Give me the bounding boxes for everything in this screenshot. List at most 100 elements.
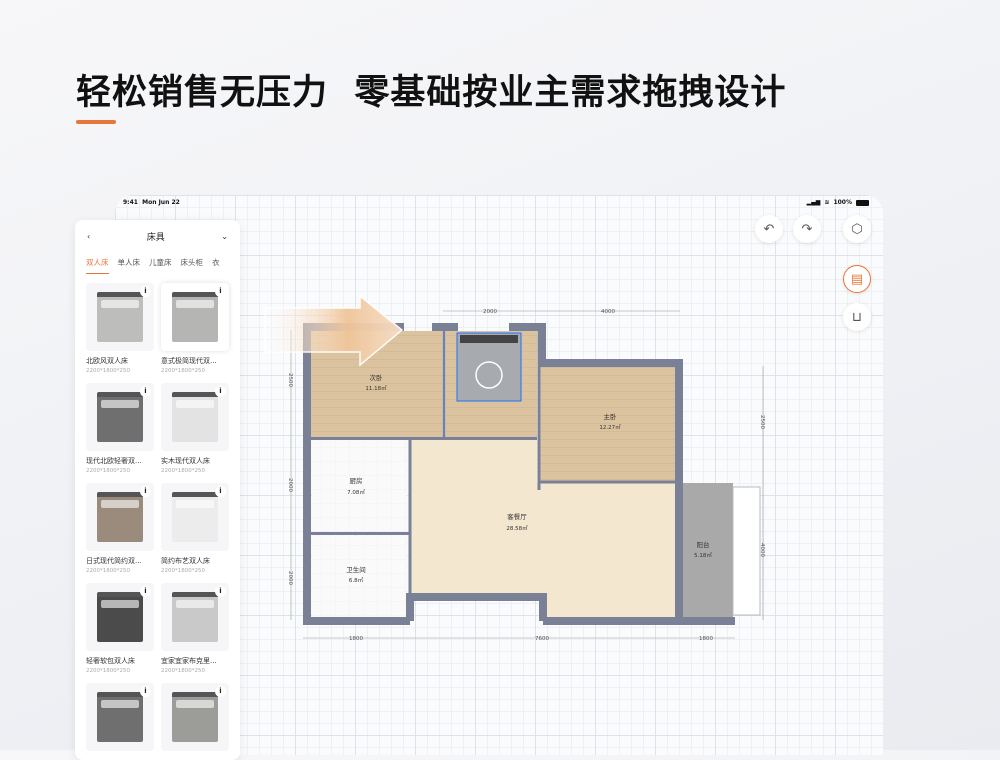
product-size: 2200*1800*250 xyxy=(86,568,130,574)
panel-header: ‹ 床具 ⌄ xyxy=(75,220,240,252)
product-card[interactable]: i 宜家宜家布克里... 2200*1800*250 xyxy=(161,583,229,674)
bed-image xyxy=(172,492,218,542)
product-name: 宜家宜家布克里... xyxy=(161,657,217,665)
room-name: 厨房 xyxy=(350,476,363,485)
drag-arrow-icon xyxy=(264,294,404,367)
tab-kids-bed[interactable]: 儿童床 xyxy=(149,258,172,267)
dimension-label: 1800 xyxy=(699,636,713,642)
bed-image xyxy=(172,592,218,642)
panel-title: 床具 xyxy=(146,232,165,243)
bed-headboard xyxy=(460,335,518,343)
battery-icon xyxy=(856,199,869,206)
product-thumbnail[interactable]: i xyxy=(161,383,229,451)
product-name: 简约布艺双人床 xyxy=(161,557,210,565)
info-icon[interactable]: i xyxy=(140,386,151,397)
product-name: 现代北欧轻奢双... xyxy=(86,457,142,465)
product-size: 2200*1800*250 xyxy=(161,668,205,674)
room-bathroom[interactable] xyxy=(312,536,407,617)
info-icon[interactable]: i xyxy=(140,486,151,497)
undo-icon: ↶ xyxy=(763,221,775,237)
info-icon[interactable]: i xyxy=(140,286,151,297)
balcony-railing xyxy=(732,486,761,616)
room-balcony[interactable] xyxy=(683,483,733,617)
room-area: 6.8㎡ xyxy=(349,576,364,584)
product-thumbnail[interactable]: i xyxy=(161,583,229,651)
wifi-icon: ≋ xyxy=(824,199,830,206)
room-labels: 次卧 11.18㎡ 主卧 12.27㎡ 厨房 7.08㎡ 客餐厅 28.58㎡ … xyxy=(346,373,712,584)
product-card[interactable]: i 日式现代简约双... 2200*1800*250 xyxy=(86,483,154,574)
room-name: 次卧 xyxy=(370,373,384,382)
bed-image xyxy=(97,492,143,542)
redo-icon: ↷ xyxy=(801,221,813,237)
product-thumbnail[interactable]: i xyxy=(86,583,154,651)
room-name: 客餐厅 xyxy=(507,512,527,521)
room-name: 卫生间 xyxy=(346,565,366,574)
tab-wardrobe[interactable]: 衣 xyxy=(212,258,220,267)
chevron-down-icon[interactable]: ⌄ xyxy=(221,231,228,241)
dimension-label: 1800 xyxy=(349,636,363,642)
tablet-canvas[interactable]: 9:41 Mon Jun 22 ▂▄▆≋100% ↶ ↷ ⬡ ▤ ⊔ xyxy=(115,195,883,755)
dimension-label: 2500 xyxy=(759,415,765,429)
product-size: 2200*1800*250 xyxy=(161,368,205,374)
tab-double-bed[interactable]: 双人床 xyxy=(86,257,109,274)
product-card[interactable]: i 实木现代双人床 2200*1800*250 xyxy=(161,383,229,474)
furniture-button[interactable]: ⊔ xyxy=(843,303,871,331)
room-area: 11.18㎡ xyxy=(365,384,387,392)
bed-image xyxy=(97,692,143,742)
room-living-dining[interactable] xyxy=(410,440,675,617)
tab-single-bed[interactable]: 单人床 xyxy=(117,258,141,267)
info-icon[interactable]: i xyxy=(140,586,151,597)
battery-text: 100% xyxy=(833,199,852,206)
date: Mon Jun 22 xyxy=(142,199,180,206)
status-indicators: ▂▄▆≋100% xyxy=(807,199,869,206)
info-icon[interactable]: i xyxy=(215,286,226,297)
product-name: 北欧风双人床 xyxy=(86,357,128,365)
product-card[interactable]: i 北欧风双人床 2200*1800*250 xyxy=(86,283,154,374)
room-name: 阳台 xyxy=(697,540,710,549)
product-thumbnail[interactable]: i xyxy=(161,683,229,751)
product-size: 2200*1800*250 xyxy=(86,468,130,474)
bed-image xyxy=(172,692,218,742)
product-card[interactable]: i 简约布艺双人床 2200*1800*250 xyxy=(161,483,229,574)
product-card[interactable]: i 现代北欧轻奢双... 2200*1800*250 xyxy=(86,383,154,474)
back-icon[interactable]: ‹ xyxy=(87,231,91,241)
undo-button[interactable]: ↶ xyxy=(755,215,783,243)
dimension-label: 2500 xyxy=(287,373,293,387)
rotate-handle[interactable] xyxy=(475,361,503,389)
product-size: 2200*1800*250 xyxy=(86,368,130,374)
dimension-label: 4000 xyxy=(759,543,765,557)
room-area: 7.08㎡ xyxy=(347,488,365,496)
product-card[interactable]: i xyxy=(161,683,229,758)
product-thumbnail[interactable]: i xyxy=(86,683,154,751)
product-card[interactable]: i xyxy=(86,683,154,758)
room-kitchen[interactable] xyxy=(312,440,407,531)
room-name: 主卧 xyxy=(604,412,618,421)
paint-button[interactable]: ▤ xyxy=(843,265,871,293)
product-name: 日式现代简约双... xyxy=(86,557,142,565)
info-icon[interactable]: i xyxy=(140,686,151,697)
time: 9:41 xyxy=(123,199,138,206)
product-thumbnail[interactable]: i xyxy=(161,283,229,351)
redo-button[interactable]: ↷ xyxy=(793,215,821,243)
product-size: 2200*1800*250 xyxy=(86,668,130,674)
product-thumbnail[interactable]: i xyxy=(86,483,154,551)
3d-view-button[interactable]: ⬡ xyxy=(843,215,871,243)
product-card[interactable]: i 意式极简现代双... 2200*1800*250 xyxy=(161,283,229,374)
paint-roller-icon: ▤ xyxy=(850,271,864,287)
info-icon[interactable]: i xyxy=(215,386,226,397)
product-thumbnail[interactable]: i xyxy=(86,283,154,351)
room-master-bedroom[interactable] xyxy=(540,367,675,481)
dimension-lines: 2000 4000 1800 7600 1800 2500 2000 2000 … xyxy=(287,309,765,642)
product-card[interactable]: i 轻奢软包双人床 2200*1800*250 xyxy=(86,583,154,674)
category-tabs: 双人床 单人床 儿童床 床头柜 衣 xyxy=(75,257,240,274)
product-thumbnail[interactable]: i xyxy=(86,383,154,451)
info-icon[interactable]: i xyxy=(215,486,226,497)
info-icon[interactable]: i xyxy=(215,686,226,697)
tab-nightstand[interactable]: 床头柜 xyxy=(180,258,204,267)
selected-bed[interactable] xyxy=(456,332,522,402)
dimension-label: 2000 xyxy=(483,309,497,315)
bed-image xyxy=(172,292,218,342)
product-thumbnail[interactable]: i xyxy=(161,483,229,551)
info-icon[interactable]: i xyxy=(215,586,226,597)
